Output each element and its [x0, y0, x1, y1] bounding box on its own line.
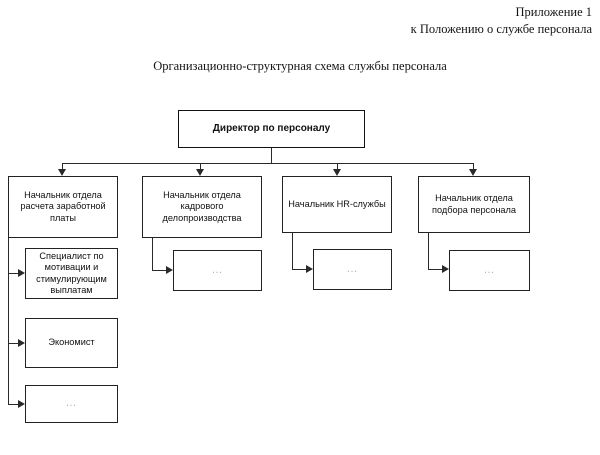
connector-spine-hr-service	[292, 233, 294, 270]
connector-stub-recruiting-more	[428, 269, 442, 271]
node-head-payroll[interactable]: Начальник отдела расчета заработной плат…	[8, 176, 118, 238]
connector-bus	[62, 163, 473, 165]
arrow-right-recruiting-more	[442, 265, 449, 274]
page-title: Организационно-структурная схема службы …	[153, 59, 447, 73]
arrow-down-hr-service	[333, 169, 342, 176]
connector-spine-hr-records	[152, 238, 154, 271]
connector-stub-hr-service-more	[292, 269, 306, 271]
connector-spine-payroll	[8, 238, 10, 405]
node-hr-records-more[interactable]: …	[173, 250, 262, 291]
node-head-recruiting[interactable]: Начальник отдела подбора персонала	[418, 176, 530, 233]
header-line-2: к Положению о службе персонала	[410, 22, 592, 36]
node-head-hr-records[interactable]: Начальник отдела кадрового делопроизводс…	[142, 176, 262, 238]
connector-drop-hr-service	[337, 163, 339, 171]
connector-drop-hr-records	[200, 163, 202, 171]
connector-stub-motivation	[8, 273, 18, 275]
node-head-hr-service[interactable]: Начальник HR-службы	[282, 176, 392, 233]
connector-spine-recruiting	[428, 233, 430, 270]
connector-drop-recruiting	[473, 163, 475, 171]
arrow-right-hr-service-more	[306, 265, 313, 274]
connector-stub-hr-records-more	[152, 270, 166, 272]
connector-root-stem	[270, 148, 272, 164]
node-economist[interactable]: Экономист	[25, 318, 118, 368]
arrow-right-economist	[18, 339, 25, 348]
arrow-down-payroll	[58, 169, 67, 176]
node-recruiting-more[interactable]: …	[449, 250, 530, 291]
connector-drop-payroll	[62, 163, 64, 171]
arrow-right-hr-records-more	[166, 266, 173, 275]
node-director[interactable]: Директор по персоналу	[178, 110, 365, 148]
document-header: Приложение 1 к Положению о службе персон…	[411, 4, 592, 38]
node-payroll-more[interactable]: …	[25, 385, 118, 423]
arrow-right-payroll-more	[18, 400, 25, 409]
node-hr-service-more[interactable]: …	[313, 249, 392, 290]
header-line-1: Приложение 1	[515, 5, 592, 19]
connector-stub-payroll-more	[8, 404, 18, 406]
node-spec-motivation[interactable]: Специалист по мотивации и стимулирующим …	[25, 248, 118, 299]
arrow-down-recruiting	[469, 169, 478, 176]
arrow-down-hr-records	[196, 169, 205, 176]
arrow-right-motivation	[18, 269, 25, 278]
connector-stub-economist	[8, 343, 18, 345]
